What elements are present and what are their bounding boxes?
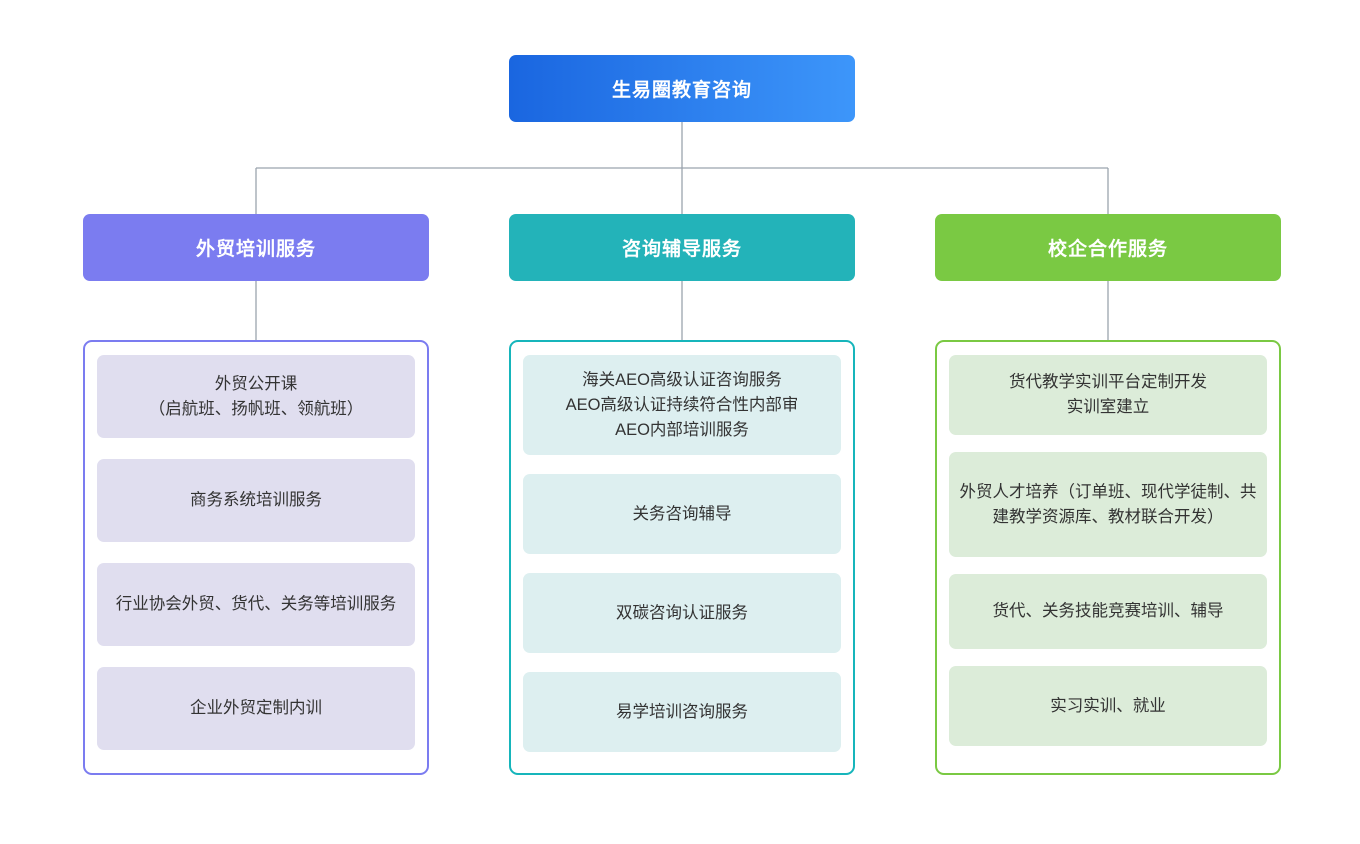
category-header-1-label: 外贸培训服务: [195, 239, 316, 260]
list-item[interactable]: 实习实训、就业: [949, 666, 1267, 746]
branch-column-1: 外贸培训服务 外贸公开课 （启航班、扬帆班、领航班） 商务系统培训服务 行业协会…: [83, 214, 429, 775]
list-item[interactable]: 货代教学实训平台定制开发 实训室建立: [949, 355, 1267, 435]
group-box-2: 海关AEO高级认证咨询服务 AEO高级认证持续符合性内部审 AEO内部培训服务 …: [509, 340, 855, 775]
list-item[interactable]: 外贸人才培养（订单班、现代学徒制、共建教学资源库、教材联合开发）: [949, 452, 1267, 557]
category-header-2[interactable]: 咨询辅导服务: [509, 214, 855, 281]
group-box-1: 外贸公开课 （启航班、扬帆班、领航班） 商务系统培训服务 行业协会外贸、货代、关…: [83, 340, 429, 775]
list-item[interactable]: 易学培训咨询服务: [523, 672, 841, 752]
branch-column-2: 咨询辅导服务 海关AEO高级认证咨询服务 AEO高级认证持续符合性内部审 AEO…: [509, 214, 855, 775]
list-item[interactable]: 商务系统培训服务: [97, 459, 415, 542]
category-header-3-label: 校企合作服务: [1047, 239, 1168, 260]
category-header-2-label: 咨询辅导服务: [621, 239, 742, 260]
list-item[interactable]: 企业外贸定制内训: [97, 667, 415, 750]
list-item[interactable]: 货代、关务技能竞赛培训、辅导: [949, 574, 1267, 649]
list-item[interactable]: 外贸公开课 （启航班、扬帆班、领航班）: [97, 355, 415, 438]
group-box-3: 货代教学实训平台定制开发 实训室建立 外贸人才培养（订单班、现代学徒制、共建教学…: [935, 340, 1281, 775]
list-item[interactable]: 行业协会外贸、货代、关务等培训服务: [97, 563, 415, 646]
list-item[interactable]: 双碳咨询认证服务: [523, 573, 841, 653]
branch-column-3: 校企合作服务 货代教学实训平台定制开发 实训室建立 外贸人才培养（订单班、现代学…: [935, 214, 1281, 775]
category-header-1[interactable]: 外贸培训服务: [83, 214, 429, 281]
root-node[interactable]: 生易圈教育咨询: [509, 55, 855, 122]
list-item[interactable]: 关务咨询辅导: [523, 474, 841, 554]
root-node-label: 生易圈教育咨询: [611, 80, 752, 101]
category-header-3[interactable]: 校企合作服务: [935, 214, 1281, 281]
list-item[interactable]: 海关AEO高级认证咨询服务 AEO高级认证持续符合性内部审 AEO内部培训服务: [523, 355, 841, 455]
